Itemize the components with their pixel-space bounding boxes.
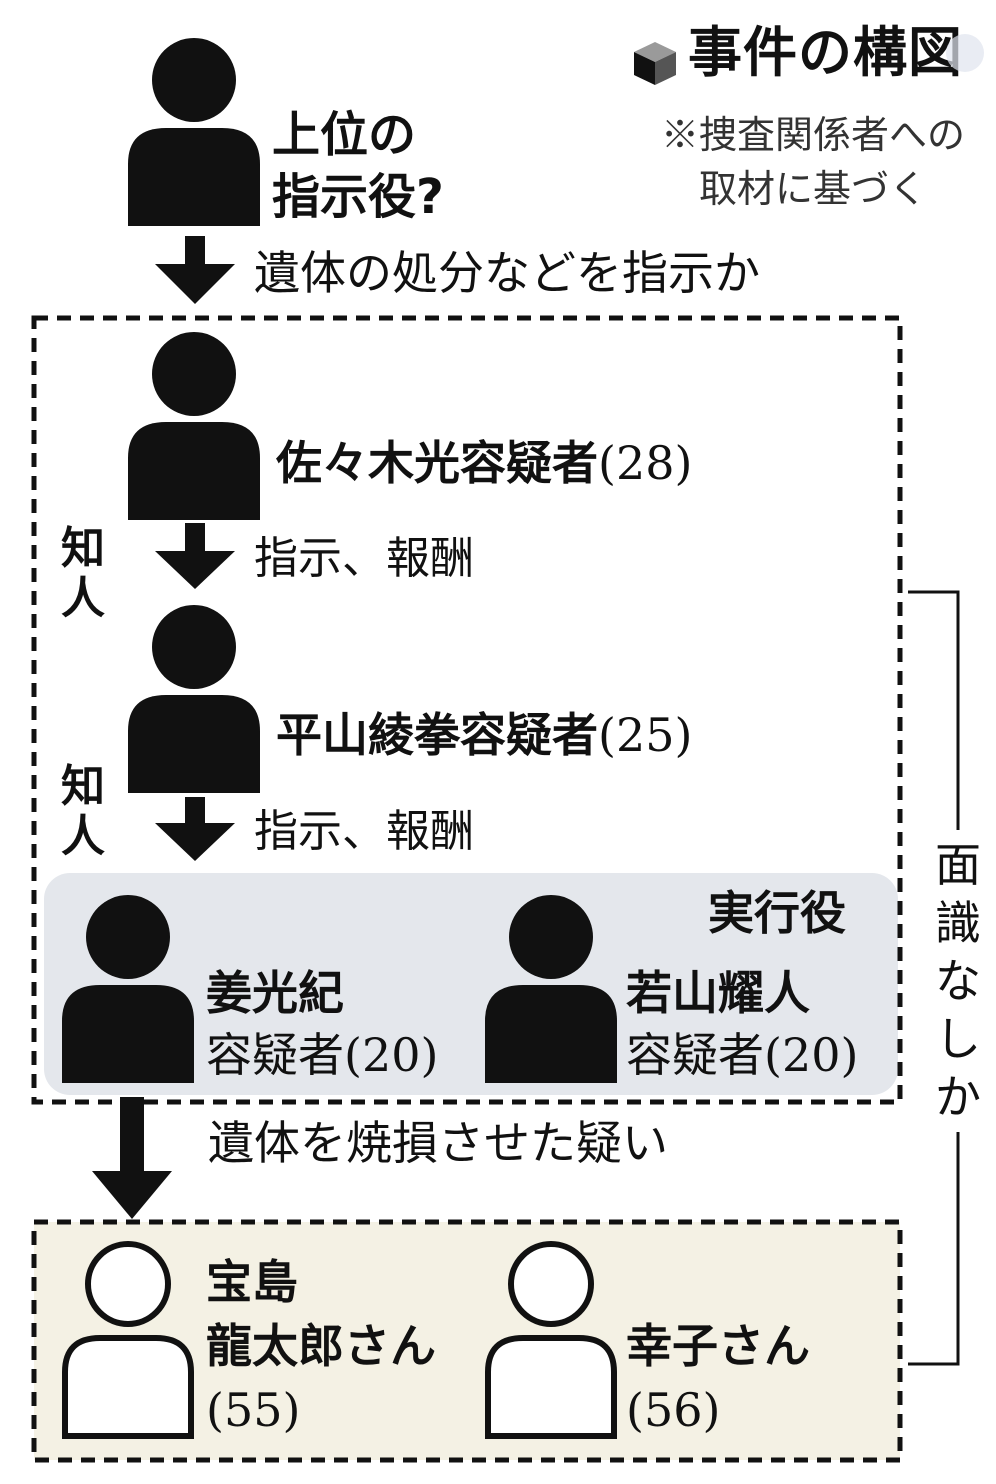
kyo-person-icon bbox=[62, 895, 194, 1083]
top-commander-line1: 上位の bbox=[272, 107, 417, 163]
sasaki-person-icon bbox=[128, 332, 260, 520]
title-icon bbox=[630, 38, 680, 88]
sachiko-label: 幸子さん (56) bbox=[626, 1314, 810, 1442]
top-commander-label: 上位の 指示役? bbox=[272, 104, 444, 228]
executors-group-label: 実行役 bbox=[708, 886, 846, 940]
no-contact-label: 面識なしか bbox=[932, 830, 984, 1132]
source-note: ※捜査関係者への 取材に基づく bbox=[628, 108, 996, 216]
arrow-hirayama-to-exec bbox=[155, 797, 235, 861]
edge-label-sasaki-to-hirayama: 指示、報酬 bbox=[254, 533, 474, 584]
wakayama-role: 容疑者 bbox=[626, 1028, 764, 1082]
source-note-line1: ※捜査関係者への bbox=[660, 113, 965, 157]
edge-label-top-to-sasaki: 遺体の処分などを指示か bbox=[254, 246, 760, 300]
ryutaro-person-icon bbox=[62, 1241, 194, 1439]
top-commander-person-icon bbox=[128, 38, 260, 226]
top-commander-line2: 指示役? bbox=[272, 169, 444, 225]
wakayama-person-icon bbox=[485, 895, 617, 1083]
arrow-exec-to-victims bbox=[92, 1097, 172, 1219]
diagram-title: 事件の構図 bbox=[688, 21, 963, 84]
hirayama-person-icon bbox=[128, 605, 260, 793]
hirayama-name: 平山綾拳容疑者 bbox=[276, 708, 598, 762]
ryutaro-line1: 宝島 bbox=[206, 1255, 298, 1309]
sachiko-name: 幸子さん bbox=[626, 1319, 810, 1373]
suspects-group-border bbox=[31, 315, 903, 1105]
hirayama-age: (25) bbox=[598, 708, 693, 762]
acquaintance-label-2: 知人 bbox=[61, 761, 105, 862]
sachiko-age: (56) bbox=[626, 1383, 721, 1437]
ryutaro-line2: 龍太郎さん bbox=[206, 1319, 436, 1373]
kyo-name: 姜光紀 bbox=[206, 966, 344, 1020]
acquaintance-label-1: 知人 bbox=[61, 523, 105, 624]
sasaki-name: 佐々木光容疑者 bbox=[276, 436, 598, 490]
hirayama-label: 平山綾拳容疑者(25) bbox=[276, 708, 692, 763]
sachiko-person-icon bbox=[485, 1241, 617, 1439]
watermark-icon bbox=[946, 34, 984, 72]
wakayama-name: 若山耀人 bbox=[626, 966, 810, 1020]
source-note-line2: 取材に基づく bbox=[698, 167, 927, 211]
edge-label-hirayama-to-exec: 指示、報酬 bbox=[254, 806, 474, 857]
arrow-sasaki-to-hirayama bbox=[155, 523, 235, 589]
ryutaro-label: 宝島 龍太郎さん (55) bbox=[206, 1250, 436, 1442]
edge-label-exec-to-victims: 遺体を焼損させた疑い bbox=[208, 1116, 668, 1170]
sasaki-age: (28) bbox=[598, 436, 693, 490]
ryutaro-age: (55) bbox=[206, 1383, 301, 1437]
wakayama-label: 若山耀人 容疑者(20) bbox=[626, 962, 858, 1086]
wakayama-age: (20) bbox=[764, 1028, 859, 1082]
kyo-label: 姜光紀 容疑者(20) bbox=[206, 962, 438, 1086]
kyo-age: (20) bbox=[344, 1028, 439, 1082]
kyo-role: 容疑者 bbox=[206, 1028, 344, 1082]
arrow-top-to-sasaki bbox=[155, 236, 235, 304]
sasaki-label: 佐々木光容疑者(28) bbox=[276, 436, 692, 491]
